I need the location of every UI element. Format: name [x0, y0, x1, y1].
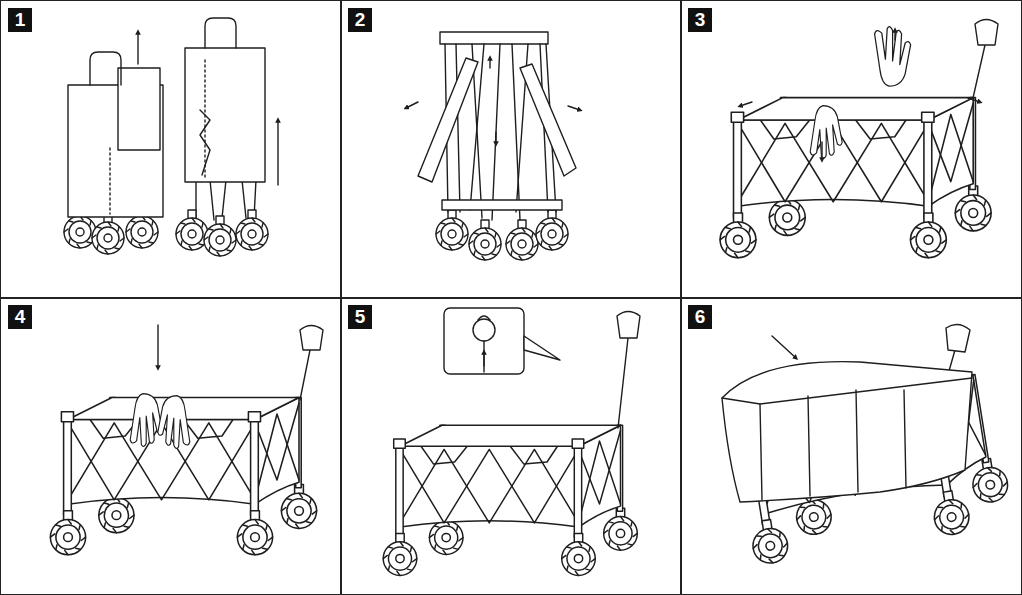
step-panel: 5 [340, 297, 682, 595]
step-panel: 1 [0, 0, 342, 299]
step-number: 3 [688, 8, 712, 32]
step-panel: 3 [680, 0, 1022, 299]
step-number: 1 [8, 8, 32, 32]
wagon-with-handle [383, 308, 640, 575]
panel-heading: 6 [688, 305, 712, 329]
step-number: 4 [8, 305, 32, 329]
step-number: 6 [688, 305, 712, 329]
pressing-wagon [50, 325, 323, 555]
step-panel: 6 [680, 297, 1022, 595]
panel-heading: 1 [8, 8, 32, 32]
step-panel: 4 [0, 297, 342, 595]
panel-heading: 4 [8, 305, 32, 329]
panel-heading: 5 [348, 305, 372, 329]
opening-wagon [720, 20, 998, 258]
unfolding-frame [406, 32, 580, 260]
folded-wagon-right [176, 18, 278, 256]
step-number: 5 [348, 305, 372, 329]
covered-wagon [722, 324, 1014, 565]
step-panel: 2 [340, 0, 682, 299]
folded-wagon-left [64, 32, 163, 254]
step-number: 2 [348, 8, 372, 32]
panel-heading: 2 [348, 8, 372, 32]
panel-heading: 3 [688, 8, 712, 32]
